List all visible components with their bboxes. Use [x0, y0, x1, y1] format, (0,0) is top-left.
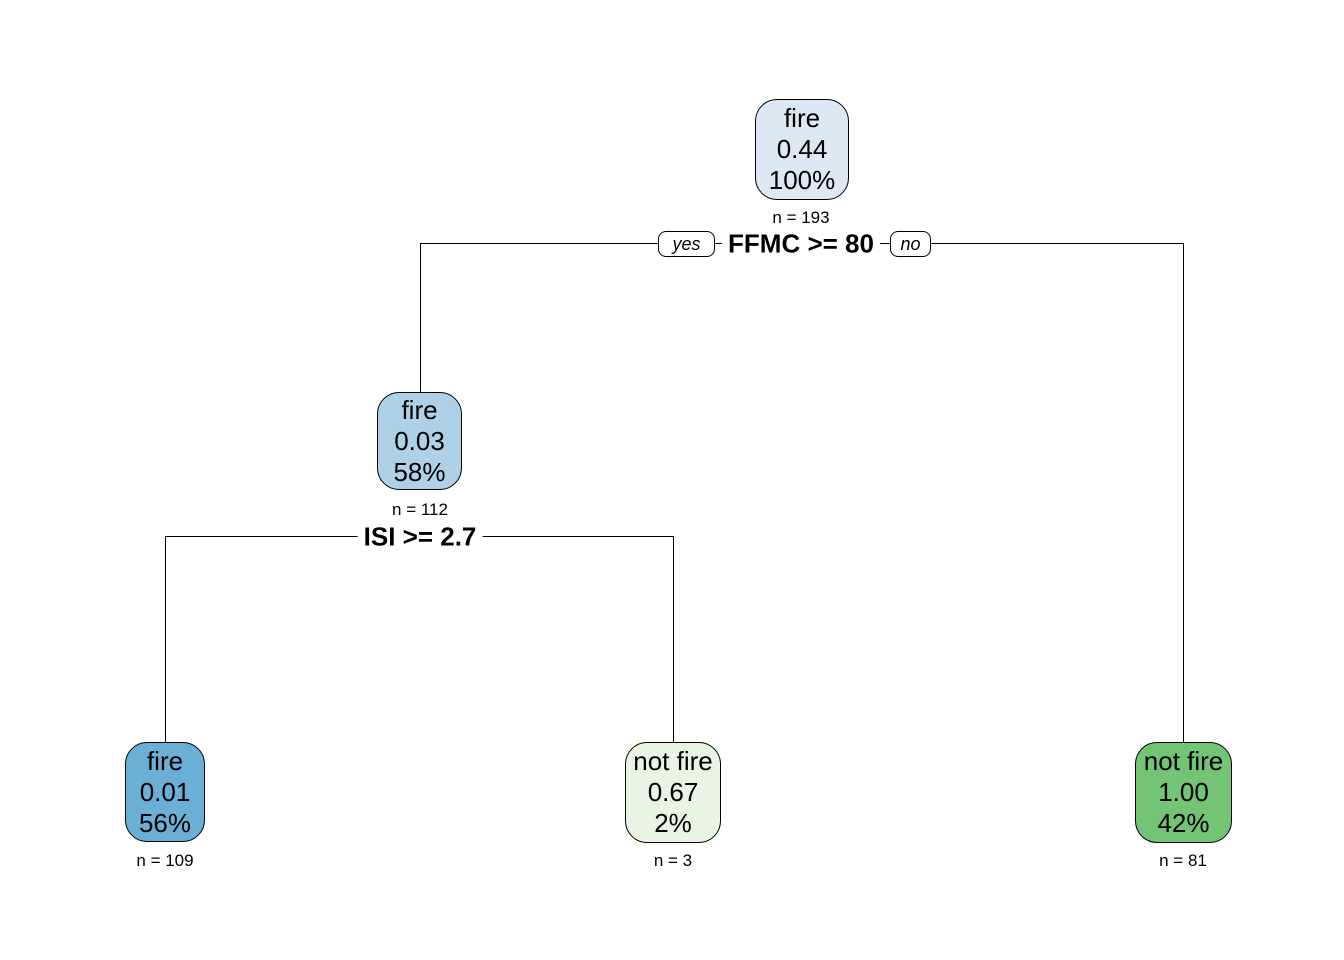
internal-split-condition: ISI >= 2.7 [357, 521, 483, 553]
leaf-node-left: fire 0.01 56% [125, 742, 205, 842]
leaf-left-n-label: n = 109 [136, 851, 194, 870]
leaf-left-class-label: fire [146, 745, 184, 776]
yes-branch-label: yes [672, 233, 701, 254]
leaf-left-probability: 0.01 [139, 776, 191, 807]
leaf-left-coverage: 56% [138, 807, 192, 838]
internal-node-coverage: 58% [393, 456, 446, 487]
internal-node: fire 0.03 58% [377, 392, 462, 490]
branch-line-internal-to-middle-leaf [673, 536, 674, 742]
leaf-node-middle: not fire 0.67 2% [625, 742, 721, 843]
internal-node-probability: 0.03 [394, 425, 445, 456]
no-branch-label: no [900, 233, 921, 254]
leaf-right-probability: 1.00 [1158, 777, 1209, 807]
root-node-class-label: fire [783, 103, 821, 133]
leaf-middle-probability: 0.67 [647, 777, 699, 807]
no-branch-badge: no [890, 231, 931, 257]
leaf-right-n-label: n = 81 [1159, 851, 1207, 870]
leaf-right-class-label: not fire [1143, 746, 1224, 776]
root-node-n-label: n = 193 [772, 208, 830, 227]
root-node-coverage: 100% [768, 165, 836, 195]
branch-line-root-to-internal [420, 243, 421, 393]
leaf-middle-class-label: not fire [633, 746, 713, 776]
internal-node-class-label: fire [401, 394, 438, 425]
leaf-middle-coverage: 2% [654, 808, 692, 838]
root-node-probability: 0.44 [776, 134, 828, 164]
leaf-middle-n-label: n = 3 [653, 851, 693, 870]
leaf-node-right: not fire 1.00 42% [1135, 742, 1232, 843]
internal-node-n-label: n = 112 [392, 500, 448, 519]
root-split-condition: FFMC >= 80 [722, 228, 880, 260]
yes-branch-badge: yes [658, 231, 715, 257]
leaf-right-coverage: 42% [1157, 808, 1210, 838]
branch-line-internal-to-left-leaf [165, 536, 166, 742]
root-node: fire 0.44 100% [755, 99, 849, 200]
branch-line-root-to-right-leaf [1183, 243, 1184, 742]
